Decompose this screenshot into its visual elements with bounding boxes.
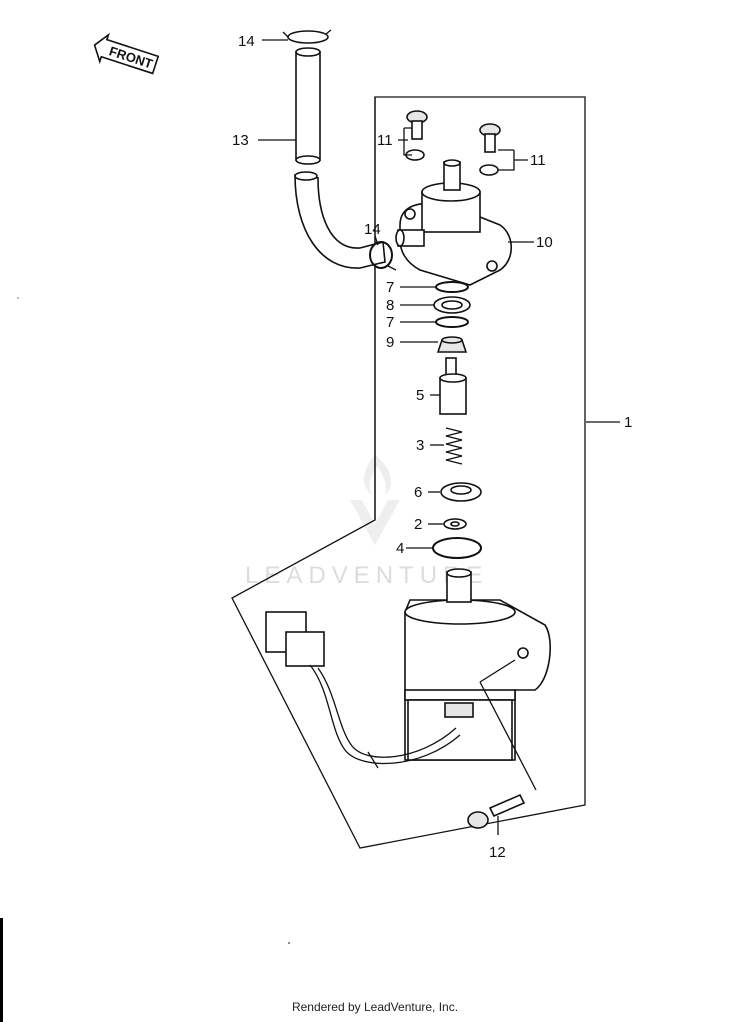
- edge-bar: [0, 918, 3, 1022]
- callout-13: 13: [232, 132, 249, 149]
- callout-7-upper: 7: [386, 279, 394, 296]
- callout-8: 8: [386, 297, 394, 314]
- callout-12: 12: [489, 844, 506, 861]
- connector-harness: [265, 611, 461, 769]
- part-2-washer: [443, 518, 467, 530]
- callout-11-right: 11: [530, 152, 546, 169]
- part-7-oring-upper: [435, 281, 469, 293]
- watermark-text: LEADVENTURE: [245, 562, 488, 589]
- part-9-filter: [436, 336, 468, 353]
- part-6-seal: [440, 482, 482, 502]
- part-11-screw-right: [479, 123, 501, 176]
- part-3-spring: [445, 427, 463, 465]
- pump-body: [404, 568, 551, 761]
- part-12-bolt: [467, 793, 526, 829]
- front-arrow-icon: FRONT: [93, 32, 160, 75]
- part-10-pump-cover: [395, 159, 513, 286]
- callout-14-top: 14: [238, 33, 255, 50]
- callout-11-left: 11: [377, 132, 393, 149]
- callout-6: 6: [414, 484, 422, 501]
- part-13-hose: [294, 47, 386, 269]
- part-8-washer: [433, 296, 471, 314]
- part-11-screw-left: [405, 110, 428, 161]
- callout-14-side: 14: [364, 221, 381, 238]
- part-14-clip-top: [282, 29, 332, 44]
- callout-1: 1: [624, 414, 632, 431]
- callout-4: 4: [396, 540, 404, 557]
- callout-2: 2: [414, 516, 422, 533]
- speck: [288, 942, 290, 944]
- part-7-oring-lower: [435, 316, 469, 328]
- part-4-oring: [432, 537, 482, 559]
- watermark-logo: [350, 455, 400, 545]
- callout-10: 10: [536, 234, 553, 251]
- leader-11-right: [498, 149, 528, 171]
- leader-14-side: [374, 235, 379, 246]
- footer-credit: Rendered by LeadVenture, Inc.: [291, 1000, 459, 1014]
- callout-3: 3: [416, 437, 424, 454]
- callout-5: 5: [416, 387, 424, 404]
- part-14-clip-side: [369, 241, 397, 271]
- leader-11-left: [398, 127, 412, 156]
- part-5-plunger: [439, 357, 467, 415]
- speck: [17, 297, 19, 299]
- callout-9: 9: [386, 334, 394, 351]
- callout-7-lower: 7: [386, 314, 394, 331]
